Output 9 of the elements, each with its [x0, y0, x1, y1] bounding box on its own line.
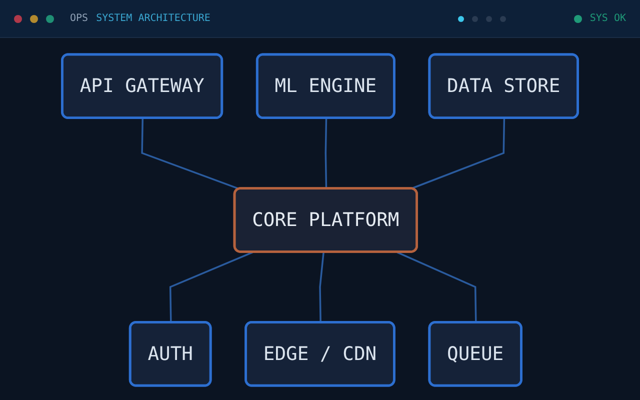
connector — [169, 250, 254, 322]
page-title: SYSTEM ARCHITECTURE — [96, 13, 210, 24]
connector — [319, 252, 324, 322]
header-label: OPS — [70, 13, 88, 24]
connector — [324, 118, 328, 188]
connector — [141, 118, 240, 190]
connector — [396, 251, 477, 322]
connector — [410, 118, 506, 190]
status-label: SYS OK — [590, 13, 626, 24]
